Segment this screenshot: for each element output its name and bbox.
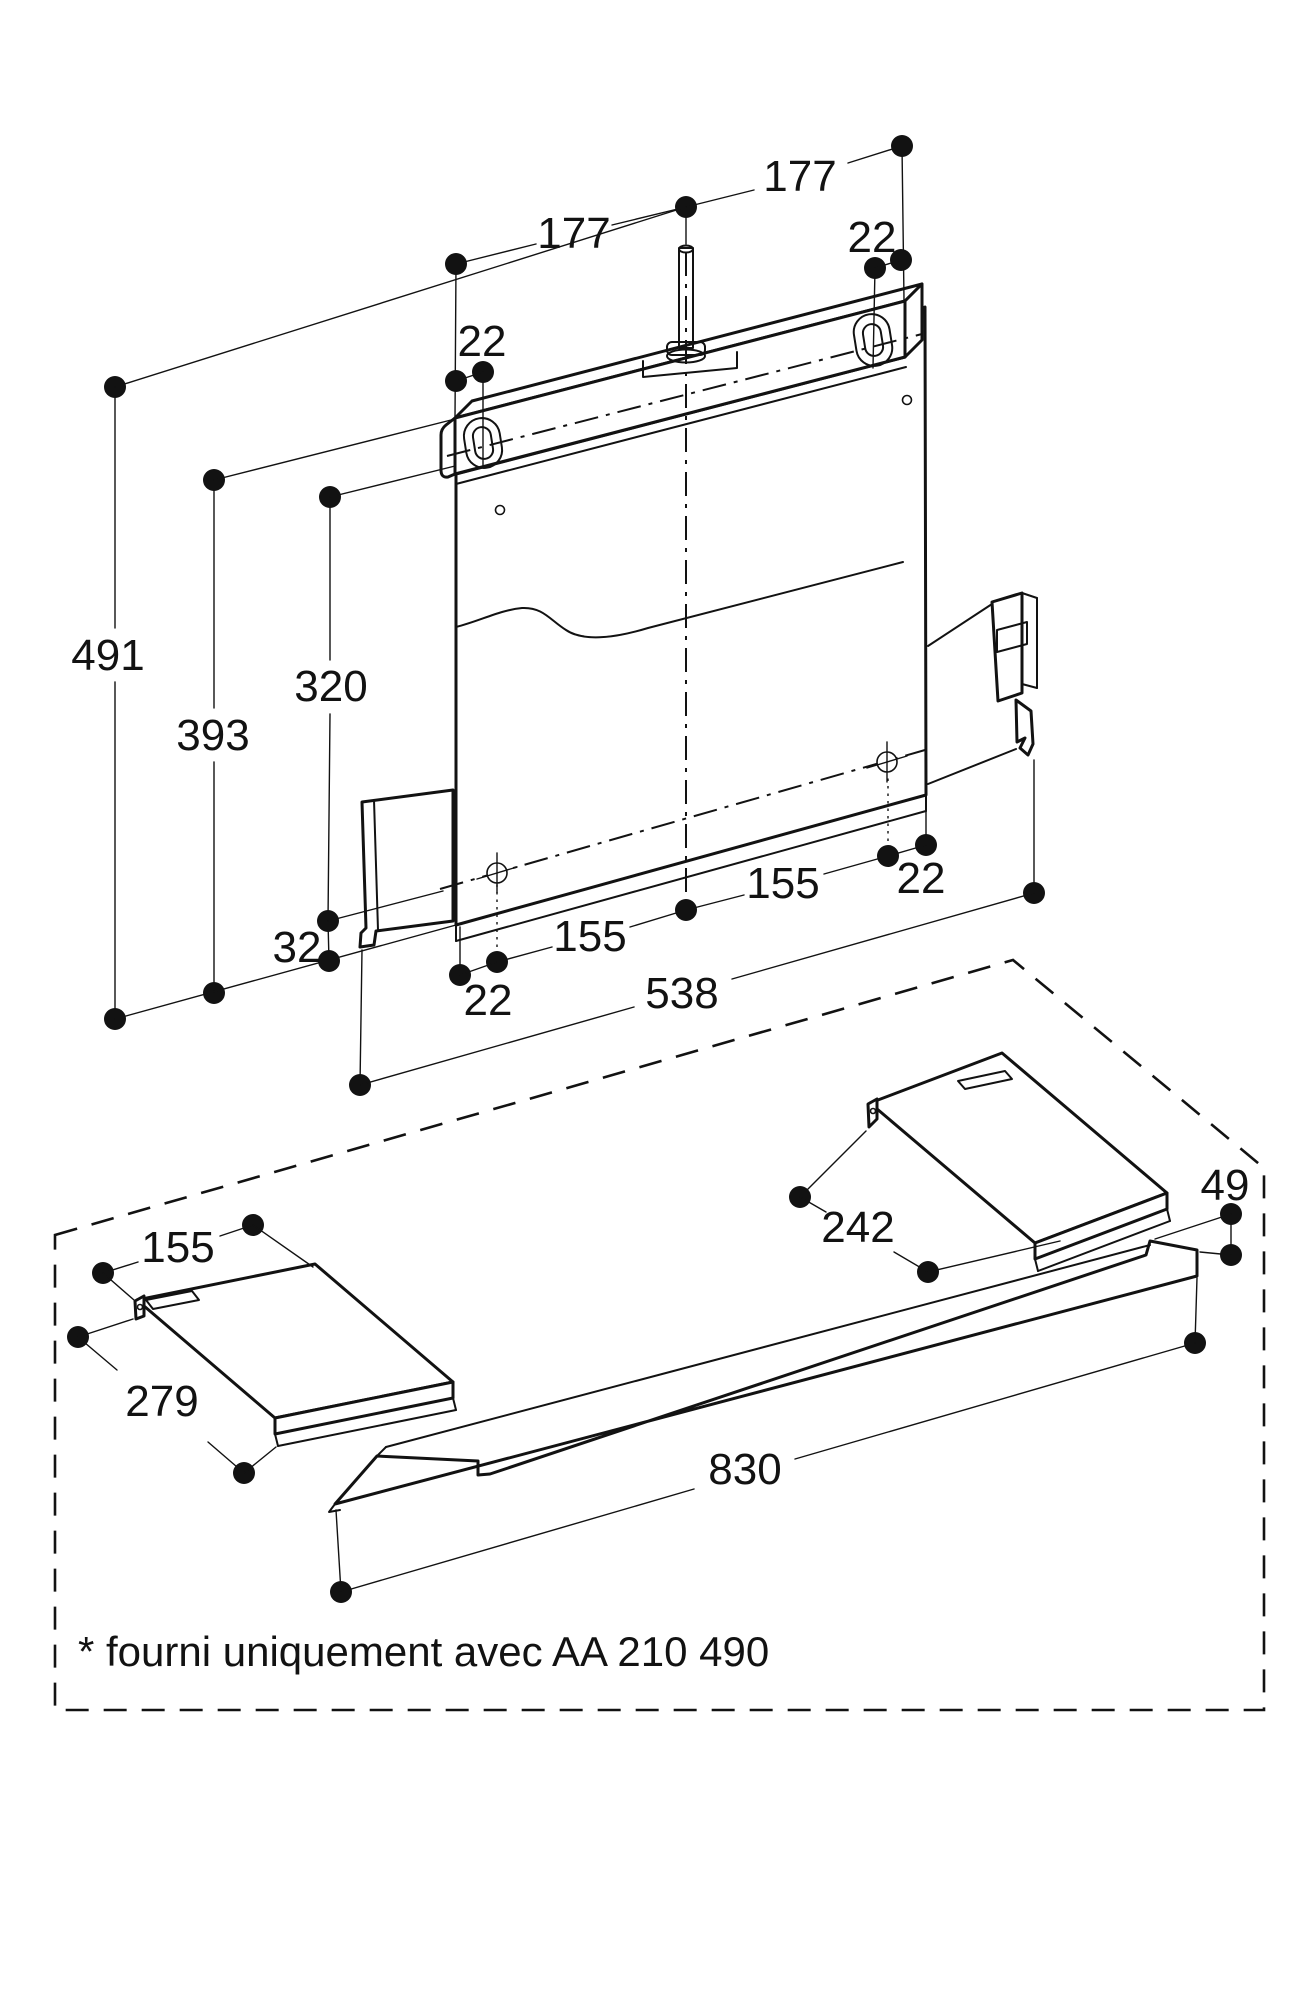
dimensions-upper: 177 177 22 22 491 393 (71, 135, 1045, 1096)
left-hook-bracket (358, 788, 455, 949)
cross-hole-right (866, 741, 908, 783)
lower-hole-centerline (439, 749, 926, 890)
dim-22-bottom-left: 22 (464, 976, 513, 1025)
dim-830: 830 (708, 1445, 781, 1494)
right-oval-slot (852, 313, 894, 367)
dim-22-bottom-right: 22 (897, 854, 946, 903)
dim-242: 242 (821, 1203, 894, 1252)
dim-155-shelf: 155 (141, 1223, 214, 1272)
dim-393: 393 (176, 711, 249, 760)
left-shelf-slot (145, 1290, 200, 1310)
dim-320: 320 (294, 662, 367, 711)
dim-177-right: 177 (763, 152, 836, 201)
top-mounting-rail (439, 282, 924, 479)
cross-hole-left (476, 852, 518, 894)
long-rail (328, 1239, 1199, 1513)
dim-22-top-left: 22 (458, 317, 507, 366)
footnote: * fourni uniquement avec AA 210 490 (78, 1628, 769, 1675)
right-hook-bracket (927, 591, 1038, 785)
dimensions-lower: 155 279 242 49 830 (67, 1130, 1250, 1603)
dim-279: 279 (125, 1377, 198, 1426)
bracket-hook-tip (1014, 698, 1035, 757)
rail-centerline (446, 333, 923, 457)
dim-49: 49 (1201, 1161, 1250, 1210)
rail-center-tab (642, 351, 738, 378)
left-shelf-plate (133, 1262, 457, 1447)
dim-155-bottom-left: 155 (553, 912, 626, 961)
dim-22-top-right: 22 (848, 213, 897, 262)
dim-491: 491 (71, 631, 144, 680)
dim-155-bottom-right: 155 (746, 859, 819, 908)
panel-hole-top-right (901, 394, 913, 406)
mounting-panel (454, 305, 928, 942)
right-shelf-plate (866, 1051, 1171, 1272)
dim-538: 538 (645, 969, 718, 1018)
dim-32: 32 (273, 923, 322, 972)
right-shelf-slot (957, 1070, 1013, 1090)
bracket-slot (996, 621, 1028, 653)
panel-hole-top-left (494, 504, 506, 516)
left-oval-slot (462, 417, 504, 469)
